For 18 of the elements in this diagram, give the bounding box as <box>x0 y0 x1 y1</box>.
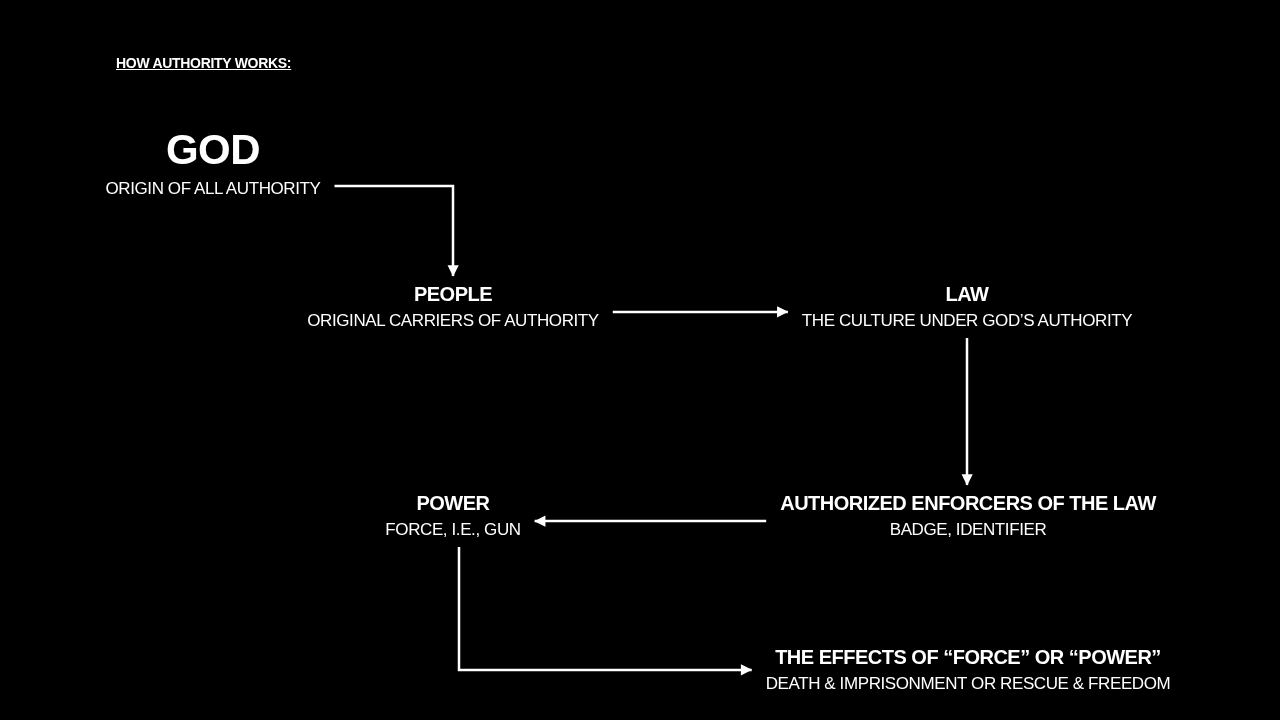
arrow <box>334 184 459 277</box>
arrow <box>961 338 973 486</box>
node-heading: LAW <box>944 282 990 307</box>
node-description: ORIGINAL CARRIERS OF AUTHORITY <box>307 310 599 332</box>
node-description: FORCE, I.E., GUN <box>385 519 521 541</box>
node-heading: POWER <box>415 491 491 516</box>
node-description: BADGE, IDENTIFIER <box>888 519 1048 541</box>
node-heading: THE EFFECTS OF “FORCE” OR “POWER” <box>774 645 1162 670</box>
node-heading: PEOPLE <box>412 282 494 307</box>
node-description: DEATH & IMPRISONMENT OR RESCUE & FREEDOM <box>765 673 1171 695</box>
node-heading: GOD <box>164 125 262 175</box>
node-description: ORIGIN OF ALL AUTHORITY <box>105 178 321 200</box>
arrow <box>612 306 789 318</box>
arrow <box>457 547 753 676</box>
node-heading: AUTHORIZED ENFORCERS OF THE LAW <box>780 491 1156 516</box>
node-description: THE CULTURE UNDER GOD’S AUTHORITY <box>801 310 1133 332</box>
diagram-title: HOW AUTHORITY WORKS: <box>116 55 292 71</box>
arrow <box>534 515 767 527</box>
